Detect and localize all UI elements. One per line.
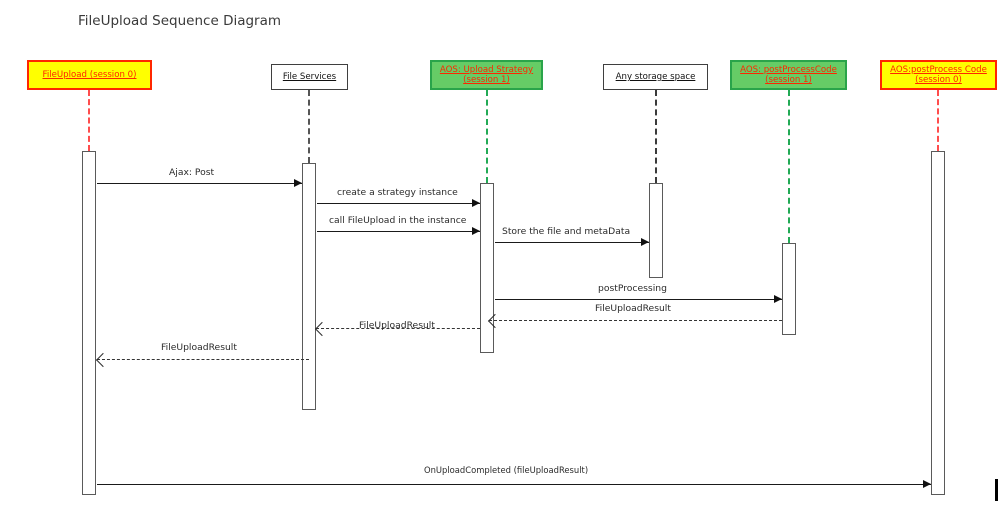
actor-label-postprocesscode-s1: AOS: postProcessCode (session 1) [740,64,837,85]
message-arrowhead-call-fileupload-in-instance [472,227,480,236]
activation-bar-upload-strategy [480,183,494,353]
message-arrowhead-onuploadcompleted [923,480,931,489]
actor-label-fileupload: FileUpload (session 0) [42,69,137,80]
message-line-ajax-post [97,183,302,184]
message-line-create-strategy-instance [317,203,480,204]
message-arrowhead-create-strategy-instance [472,199,480,208]
lifeline-storage-space [655,90,657,183]
actor-box-file-services[interactable]: File Services [271,64,348,90]
activation-bar-storage-space [649,183,663,278]
message-label-store-file-and-metadata: Store the file and metaData [502,226,631,237]
activation-bar-postprocesscode-s0 [931,151,945,495]
actor-label-file-services: File Services [282,71,337,82]
message-line-postprocessing [495,299,782,300]
message-arrowhead-ajax-post [294,179,302,188]
message-label-postprocessing: postProcessing [598,283,667,294]
lifeline-fileupload [88,90,90,151]
message-line-onuploadcompleted [97,484,931,485]
message-line-store-file-and-metadata [495,242,649,243]
message-line-fileuploadresult-to-fileupload [97,359,309,360]
message-arrowhead-postprocessing [774,295,782,304]
lifeline-upload-strategy [486,90,488,183]
actor-box-postprocesscode-s1[interactable]: AOS: postProcessCode (session 1) [730,60,847,90]
message-label-create-strategy-instance: create a strategy instance [337,187,458,198]
actor-box-fileupload[interactable]: FileUpload (session 0) [27,60,152,90]
actor-label-upload-strategy: AOS: Upload Strategy (session 1) [439,64,534,85]
page-title: FileUpload Sequence Diagram [78,13,282,29]
message-label-fileuploadresult-to-fileupload: FileUploadResult [161,342,237,353]
message-label-onuploadcompleted: OnUploadCompleted (fileUploadResult) [424,465,589,475]
activation-bar-file-services [302,163,316,410]
message-line-call-fileupload-in-instance [317,231,480,232]
message-label-fileuploadresult-from-postprocess: FileUploadResult [595,303,671,314]
message-label-call-fileupload-in-instance: call FileUpload in the instance [329,215,467,226]
actor-label-storage-space: Any storage space [615,71,696,82]
text-cursor-artifact [995,479,998,501]
message-line-fileuploadresult-to-file-services [316,328,480,329]
actor-box-upload-strategy[interactable]: AOS: Upload Strategy (session 1) [430,60,543,90]
message-arrowhead-fileuploadresult-to-file-services [314,321,330,336]
message-arrowhead-store-file-and-metadata [641,238,649,247]
actor-box-storage-space[interactable]: Any storage space [603,64,708,90]
lifeline-file-services [308,90,310,163]
message-label-ajax-post: Ajax: Post [169,167,215,178]
message-arrowhead-fileuploadresult-to-fileupload [95,352,111,367]
activation-bar-postprocesscode-s1 [782,243,796,335]
lifeline-postprocesscode-s0 [937,90,939,151]
lifeline-postprocesscode-s1 [788,90,790,243]
message-label-fileuploadresult-to-file-services: FileUploadResult [359,320,435,331]
actor-label-postprocesscode-s0: AOS:postProcess Code (session 0) [890,64,987,85]
activation-bar-fileupload [82,151,96,495]
message-line-fileuploadresult-from-postprocess [489,320,782,321]
actor-box-postprocesscode-s0[interactable]: AOS:postProcess Code (session 0) [880,60,997,90]
